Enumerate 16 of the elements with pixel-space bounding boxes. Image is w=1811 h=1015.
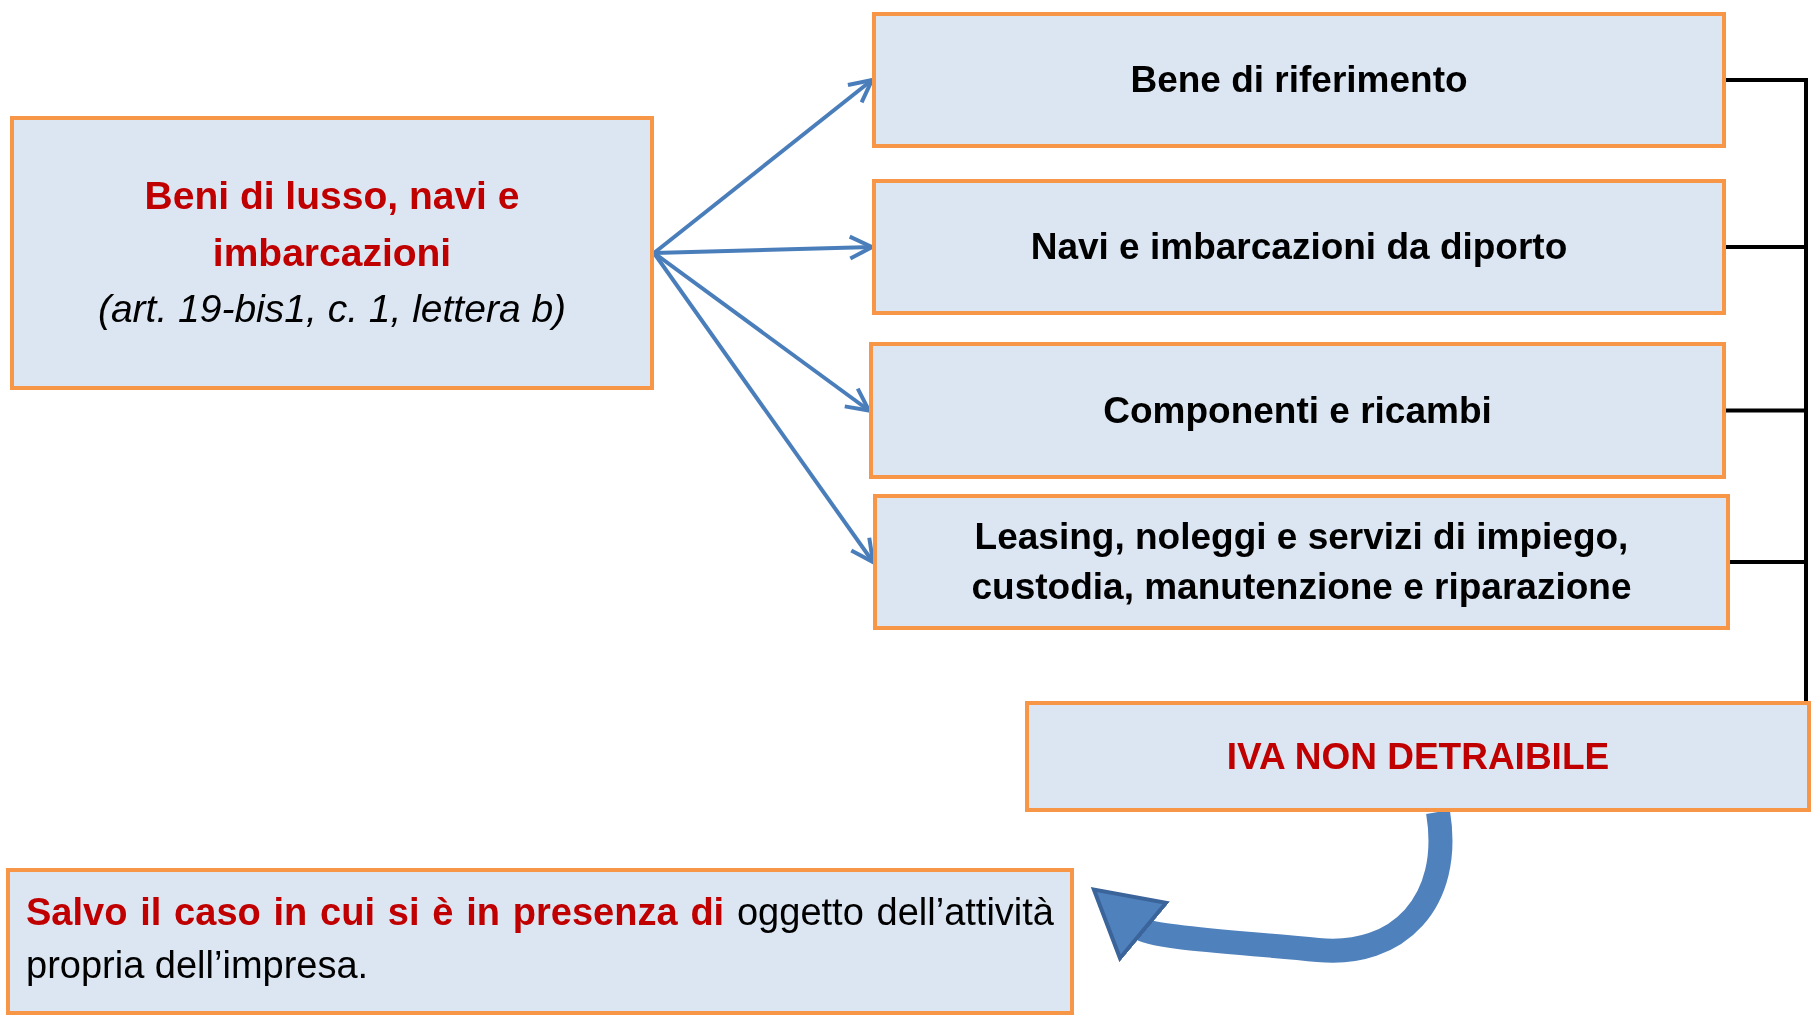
box-label: Bene di riferimento [1130, 58, 1468, 103]
box-label: Componenti e ricambi [1103, 388, 1492, 433]
box-label: IVA NON DETRAIBILE [1226, 734, 1610, 779]
process-box [873, 494, 1730, 630]
note-text: Salvo il caso in cui si è in presenza di oggetto dell’attività propria dell’impresa. [26, 890, 1054, 989]
connector-line [1730, 560, 1808, 701]
process-box [869, 342, 1726, 479]
box-title: Beni di lusso, navi e imbarcazioni [143, 173, 521, 276]
process-box [872, 12, 1726, 148]
article-reference: (art. 19-bis1, c. 1, lettera b) [97, 286, 567, 333]
process-box [10, 116, 654, 390]
process-box [872, 179, 1726, 315]
process-box [1025, 701, 1811, 812]
box-label: Navi e imbarcazioni da diporto [1030, 225, 1568, 270]
note-box [6, 868, 1074, 1015]
box-label: Leasing, noleggi e servizi di impiego, custodia, manutenzione e riparazione [970, 515, 1633, 609]
